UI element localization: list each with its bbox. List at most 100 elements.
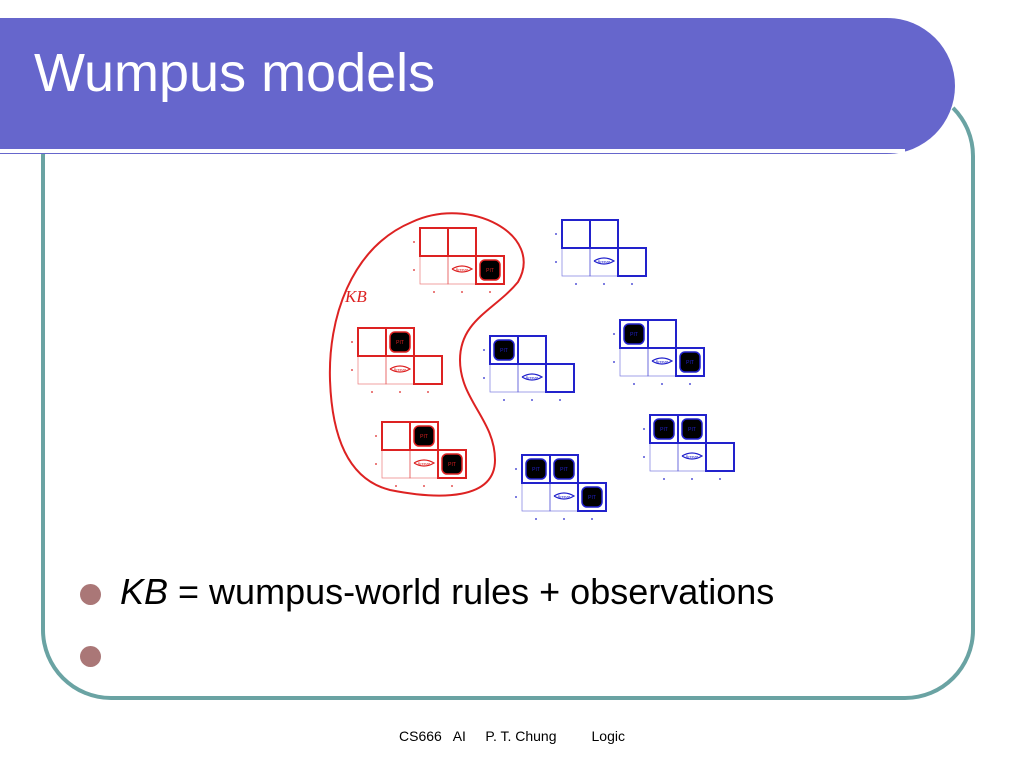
unknown-cell <box>705 442 735 472</box>
col-tick <box>535 518 537 520</box>
breeze-label: Breeze <box>656 359 669 364</box>
breeze-label: Breeze <box>394 367 407 372</box>
title-bar <box>0 18 955 154</box>
bullet-body: = wumpus-world rules + observations <box>168 571 775 612</box>
pit-label: PIT <box>630 332 638 338</box>
footer-subject: AI <box>452 728 466 744</box>
unknown-cell <box>447 227 477 257</box>
unknown-cell <box>517 335 547 365</box>
grid-cell <box>381 449 411 479</box>
unknown-cell <box>677 414 707 444</box>
col-tick <box>563 518 565 520</box>
grid-cell <box>357 355 387 385</box>
unknown-cell <box>357 327 387 357</box>
title-underline <box>0 149 905 153</box>
row-tick <box>413 241 415 243</box>
unknown-cell <box>647 319 677 349</box>
row-tick <box>555 233 557 235</box>
col-tick <box>531 399 533 401</box>
grid-cell <box>419 255 449 285</box>
bullet-dot <box>80 584 101 605</box>
row-tick <box>351 369 353 371</box>
unknown-cell <box>385 327 415 357</box>
unknown-cell <box>589 219 619 249</box>
grid-cell <box>619 347 649 377</box>
row-tick <box>643 428 645 430</box>
grid-cell <box>521 482 551 512</box>
col-tick <box>663 478 665 480</box>
breeze-label: Breeze <box>598 259 611 264</box>
pit-icon <box>581 486 603 508</box>
unknown-cell <box>545 363 575 393</box>
bullet-emphasis: KB <box>120 571 169 612</box>
slide-footer: CS666 AI P. T. Chung Logic <box>0 728 1024 744</box>
unknown-cell <box>675 347 705 377</box>
model-grid: Breeze <box>555 219 647 285</box>
col-tick <box>603 283 605 285</box>
pit-icon <box>413 425 435 447</box>
breeze-label: Breeze <box>686 454 699 459</box>
pit-label: PIT <box>448 462 456 468</box>
breeze-icon <box>553 492 576 500</box>
unknown-cell <box>475 255 505 285</box>
col-tick <box>719 478 721 480</box>
col-tick <box>395 485 397 487</box>
breeze-icon <box>389 365 412 373</box>
col-tick <box>575 283 577 285</box>
model-grid: Breeze PIT <box>413 227 505 293</box>
pit-label: PIT <box>532 467 540 473</box>
breeze-icon <box>413 459 436 467</box>
breeze-label: Breeze <box>418 461 431 466</box>
slide-title: Wumpus models <box>34 43 436 103</box>
unknown-cell <box>577 482 607 512</box>
unknown-cell <box>409 421 439 451</box>
row-tick <box>375 463 377 465</box>
pit-icon <box>679 351 701 373</box>
row-tick <box>613 333 615 335</box>
unknown-cell <box>381 421 411 451</box>
col-tick <box>661 383 663 385</box>
pit-icon <box>553 458 575 480</box>
col-tick <box>631 283 633 285</box>
pit-icon <box>525 458 547 480</box>
breeze-icon <box>681 452 704 460</box>
pit-label: PIT <box>560 467 568 473</box>
breeze-icon <box>651 357 674 365</box>
col-tick <box>489 291 491 293</box>
model-grid: Breeze PIT PIT <box>643 414 735 480</box>
col-tick <box>451 485 453 487</box>
pit-icon <box>441 453 463 475</box>
row-tick <box>483 349 485 351</box>
breeze-label: Breeze <box>526 375 539 380</box>
unknown-cell <box>419 227 449 257</box>
slide-frame <box>41 86 975 700</box>
breeze-icon <box>593 257 616 265</box>
col-tick <box>559 399 561 401</box>
kb-boundary <box>328 212 525 497</box>
bullet-text: KB = wumpus-world rules + observations <box>120 572 774 612</box>
bullet-dot <box>80 646 101 667</box>
pit-label: PIT <box>396 340 404 346</box>
pit-icon <box>389 331 411 353</box>
col-tick <box>423 485 425 487</box>
col-tick <box>689 383 691 385</box>
unknown-cell <box>413 355 443 385</box>
row-tick <box>483 377 485 379</box>
pit-icon <box>653 418 675 440</box>
pit-icon <box>493 339 515 361</box>
pit-label: PIT <box>486 268 494 274</box>
pit-label: PIT <box>688 427 696 433</box>
pit-icon <box>479 259 501 281</box>
row-tick <box>351 341 353 343</box>
model-grid: Breeze PIT <box>351 327 443 393</box>
footer-course: CS666 <box>399 728 442 744</box>
pit-label: PIT <box>660 427 668 433</box>
pit-icon <box>623 323 645 345</box>
breeze-label: Breeze <box>456 267 469 272</box>
pit-label: PIT <box>500 348 508 354</box>
pit-label: PIT <box>588 495 596 501</box>
model-grid: Breeze PIT <box>483 335 575 401</box>
